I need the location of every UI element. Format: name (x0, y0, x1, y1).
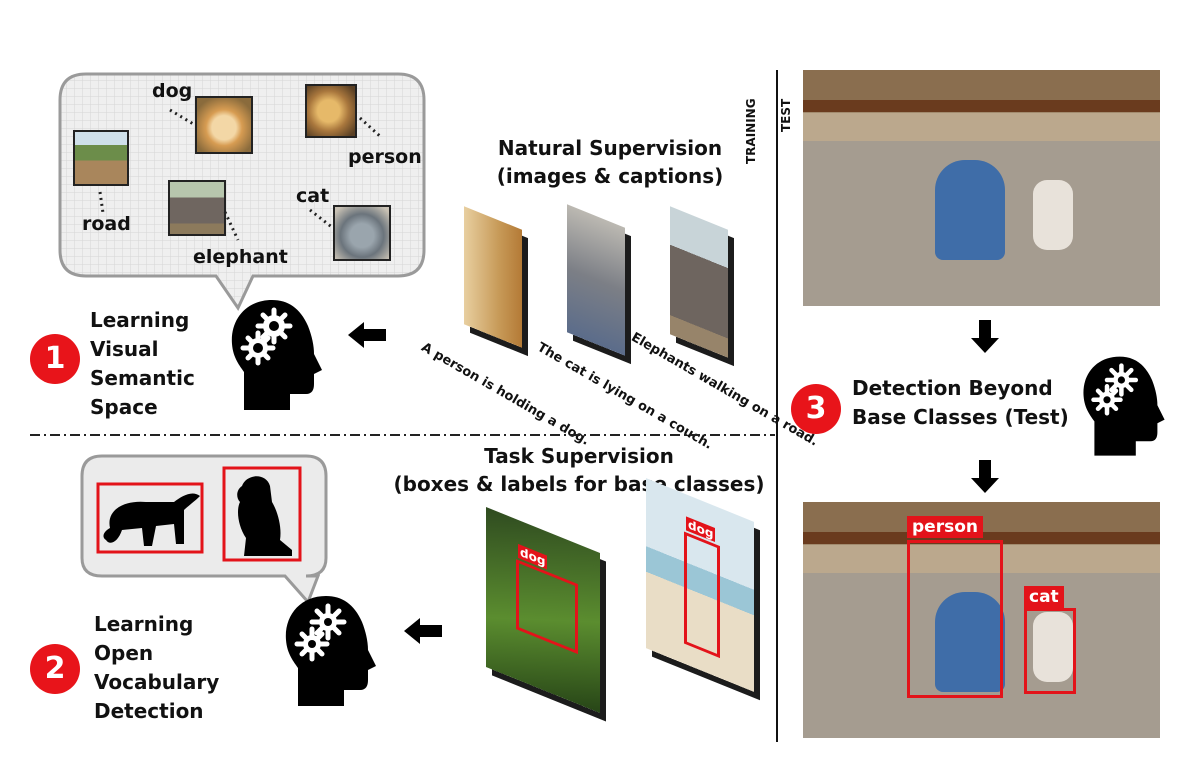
stage-2-line: Vocabulary (94, 670, 220, 694)
title-line: Natural Supervision (497, 136, 723, 160)
stage-2-line: Learning (94, 612, 194, 636)
girl-figure (935, 160, 1005, 260)
caption-image-cat (567, 204, 625, 356)
test-image (803, 70, 1160, 306)
caption-image-dog (464, 206, 522, 348)
word-dog: dog (152, 80, 193, 102)
stage-1-line: Space (90, 395, 158, 419)
detection-result-image: person cat (803, 502, 1160, 738)
stage-1-badge: 1 (30, 334, 80, 384)
stage-3-line: Detection Beyond (852, 376, 1053, 400)
elephant-thumbnail (168, 180, 226, 236)
brain-head-icon (1083, 356, 1165, 456)
dog-silhouettes (96, 466, 302, 562)
stage-3-badge: 3 (791, 384, 841, 434)
road-thumbnail (73, 130, 129, 186)
base-class-box (684, 531, 720, 659)
stage-2-line: Open (94, 641, 154, 665)
stage-2-line: Detection (94, 699, 204, 723)
stage-2-badge: 2 (30, 644, 80, 694)
task-supervision-title: Task Supervision (boxes & labels for bas… (384, 442, 774, 498)
cat-figure (1033, 180, 1073, 250)
brain-head-icon (231, 300, 322, 410)
semantic-connectors (98, 108, 384, 241)
arrow-down-icon (971, 460, 999, 493)
natural-supervision-title: Natural Supervision (images & captions) (470, 134, 750, 190)
word-road: road (82, 213, 131, 235)
stage-3-label: Detection Beyond Base Classes (Test) (852, 374, 1069, 432)
stage-2-label: Learning Open Vocabulary Detection (94, 610, 219, 726)
word-elephant: elephant (193, 246, 288, 268)
caption-image-elephants (670, 206, 728, 358)
word-cat: cat (296, 185, 330, 207)
labeled-image-dog-grass: dog (486, 506, 600, 714)
person-detection-label: person (907, 516, 983, 538)
word-person: person (348, 146, 422, 168)
stage-1-line: Learning (90, 308, 190, 332)
cat-detection-label: cat (1024, 586, 1064, 608)
title-line: (images & captions) (496, 164, 724, 188)
brain-head-icon (285, 596, 376, 706)
arrow-left-icon (404, 618, 442, 644)
stage-1-label: Learning Visual Semantic Space (90, 306, 195, 422)
cat-thumbnail (333, 205, 391, 261)
train-test-divider (776, 70, 778, 742)
title-line: (boxes & labels for base classes) (393, 472, 765, 496)
title-line: Task Supervision (484, 444, 674, 468)
labeled-image-dog-beach: dog (646, 478, 754, 692)
bench-row (803, 532, 1160, 544)
test-label: TEST (779, 98, 793, 132)
base-class-box (516, 559, 578, 655)
person-detection-box (907, 540, 1003, 698)
stage-1-line: Visual (90, 337, 159, 361)
training-label: TRAINING (744, 98, 758, 164)
dog-thumbnail (195, 96, 253, 154)
section-divider (30, 434, 775, 436)
stage-3-line: Base Classes (Test) (852, 405, 1069, 429)
stage-1-line: Semantic (90, 366, 195, 390)
arrow-left-icon (348, 322, 386, 348)
bench-row (803, 100, 1160, 112)
arrow-down-icon (971, 320, 999, 353)
cat-figure (1033, 612, 1073, 682)
girl-figure (935, 592, 1005, 692)
cat-detection-box (1024, 608, 1076, 694)
person-thumbnail (305, 84, 357, 138)
